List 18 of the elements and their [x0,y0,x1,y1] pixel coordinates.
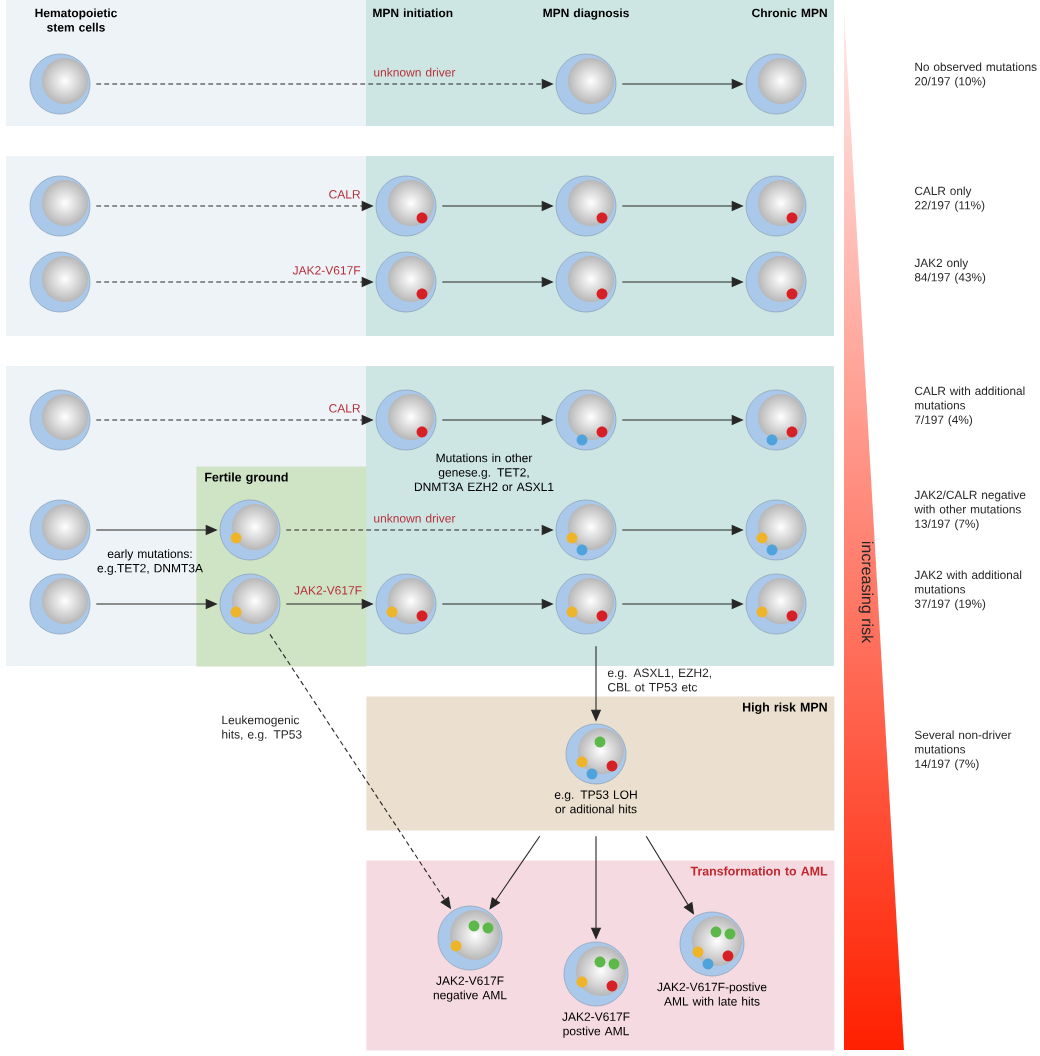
cell-drawing [745,175,807,237]
cell-drawing [555,389,617,451]
cell-drawing [375,175,437,237]
cell-drawing [745,573,807,635]
cell-drawing [745,499,807,561]
cell-drawing [555,251,617,313]
axis-label: increasing risk [858,541,874,644]
cell-drawing [375,251,437,313]
cell-drawing [745,389,807,451]
cell-drawing [219,573,281,635]
cell-drawing [745,251,807,313]
cell-drawing [555,499,617,561]
cell-drawing [555,175,617,237]
cell-drawing [375,573,437,635]
cell-drawing [555,573,617,635]
cell-drawing [219,499,281,561]
cell-drawing [375,389,437,451]
arrow [489,835,541,910]
